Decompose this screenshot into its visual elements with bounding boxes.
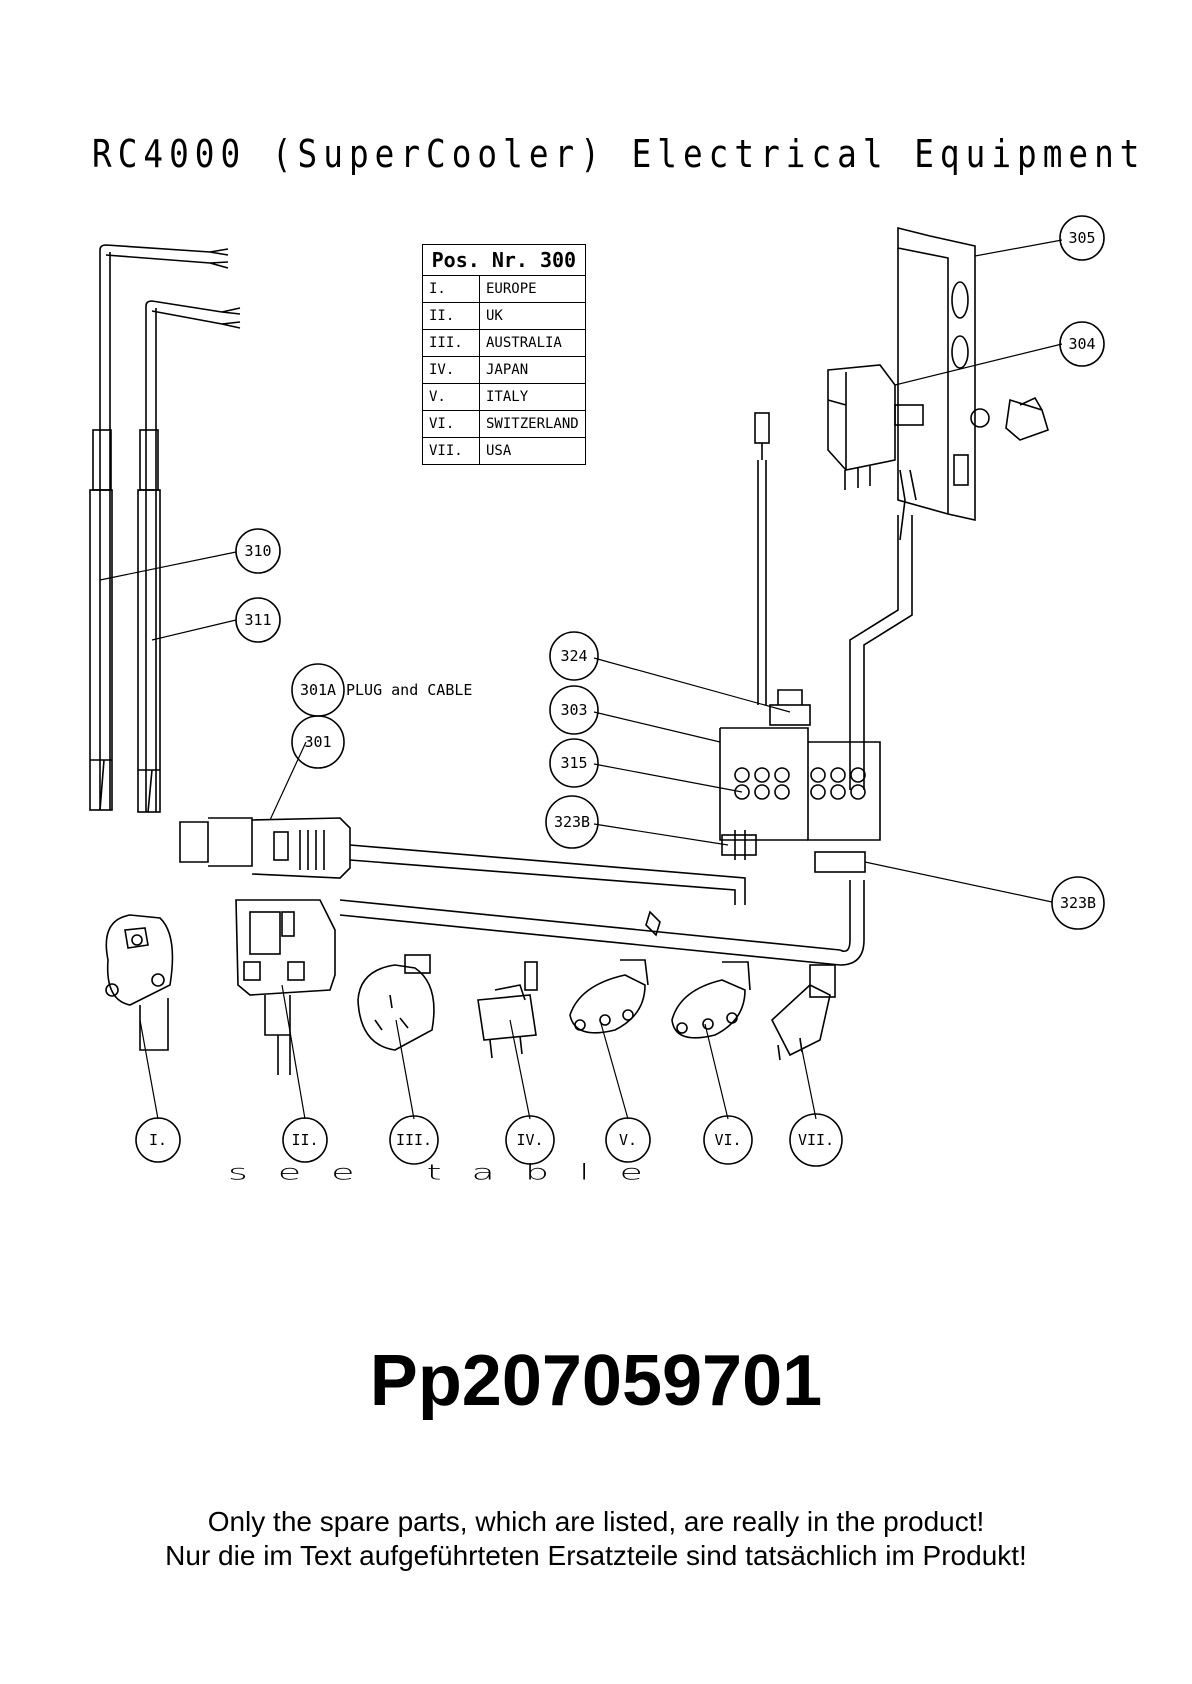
table-cell-country: SWITZERLAND <box>479 410 586 438</box>
note-english: Only the spare parts, which are listed, … <box>207 1506 985 1537</box>
callout-plug-iii: III. <box>389 1115 439 1165</box>
plug-australia <box>357 954 435 1051</box>
callout-label: IV. <box>516 1131 543 1149</box>
callout-label: VI. <box>714 1131 741 1149</box>
table-row: VI.SWITZERLAND <box>422 410 586 438</box>
callout-plug-iv: IV. <box>505 1115 555 1165</box>
callout-label: I. <box>149 1131 167 1149</box>
table-row: III.AUSTRALIA <box>422 329 586 357</box>
terminal-block <box>719 689 881 873</box>
probe-310 <box>89 244 229 811</box>
plug-japan <box>477 961 538 1059</box>
terminal-screws-right <box>810 767 866 800</box>
callout-305: 305 <box>1059 215 1105 261</box>
table-cell-num: V. <box>422 383 480 411</box>
callout-label: 303 <box>560 701 587 719</box>
table-cell-country: EUROPE <box>479 275 586 303</box>
thermostat-304 <box>827 364 1049 541</box>
callout-label: III. <box>396 1131 432 1149</box>
callout-310: 310 <box>235 528 281 574</box>
callout-plug-v: V. <box>605 1117 651 1163</box>
table-cell-country: ITALY <box>479 383 586 411</box>
note-german: Nur die im Text aufgeführteten Ersatztei… <box>165 1540 1027 1571</box>
terminal-screws-left <box>734 767 790 800</box>
callout-label: 310 <box>244 542 271 560</box>
leader-lines <box>99 239 1063 1120</box>
callout-label: 304 <box>1068 335 1095 353</box>
callout-label: 311 <box>244 611 271 629</box>
callout-label: 301 <box>304 733 331 751</box>
probe-311 <box>137 300 241 813</box>
callout-plug-i: I. <box>135 1117 181 1163</box>
callout-label: II. <box>291 1131 318 1149</box>
callout-label: 301A <box>300 681 336 699</box>
part-number: Pp207059701 <box>369 1341 823 1421</box>
callout-label: VII. <box>798 1131 834 1149</box>
callout-label: V. <box>619 1131 637 1149</box>
plug-and-cable-label: PLUG and CABLE <box>346 681 472 699</box>
callout-label: 315 <box>560 754 587 772</box>
callout-311: 311 <box>235 597 281 643</box>
callout-301a: 301A <box>291 663 345 717</box>
plug-usa <box>771 964 836 1061</box>
bracket-305 <box>897 226 976 521</box>
callout-label: 305 <box>1068 229 1095 247</box>
see-table-label: see table <box>228 1160 673 1185</box>
table-row: VII.USA <box>422 437 586 465</box>
table-cell-country: JAPAN <box>479 356 586 384</box>
table-cell-country: UK <box>479 302 586 330</box>
plug-uk <box>235 899 336 1075</box>
callout-323b-left: 323B <box>545 795 599 849</box>
plug-italy <box>569 959 649 1034</box>
callout-plug-vi: VI. <box>703 1115 753 1165</box>
callout-301: 301 <box>291 715 345 769</box>
page-title: RC4000 (SuperCooler) Electrical Equipmen… <box>92 132 1146 176</box>
callout-323b-right: 323B <box>1051 876 1105 930</box>
callout-label: 323B <box>1060 894 1096 912</box>
callout-304: 304 <box>1059 321 1105 367</box>
table-row: IV.JAPAN <box>422 356 586 384</box>
callout-plug-vii: VII. <box>789 1113 843 1167</box>
plug-europe <box>105 914 174 1051</box>
table-row: V.ITALY <box>422 383 586 411</box>
callout-plug-ii: II. <box>282 1117 328 1163</box>
callout-303: 303 <box>549 685 599 735</box>
cable-301 <box>179 817 865 966</box>
callout-315: 315 <box>549 738 599 788</box>
table-cell-num: VII. <box>422 437 480 465</box>
callout-label: 323B <box>554 813 590 831</box>
spade-connector-wire <box>754 412 770 705</box>
table-header-row: Pos. Nr. 300 <box>422 244 586 276</box>
callout-324: 324 <box>549 631 599 681</box>
table-cell-num: III. <box>422 329 480 357</box>
plug-switzerland <box>671 961 751 1039</box>
table-cell-num: IV. <box>422 356 480 384</box>
table-cell-country: USA <box>479 437 586 465</box>
table-row: II.UK <box>422 302 586 330</box>
position-table: Pos. Nr. 300 I.EUROPE II.UK III.AUSTRALI… <box>422 244 586 465</box>
callout-label: 324 <box>560 647 587 665</box>
table-header: Pos. Nr. 300 <box>422 244 586 276</box>
thermostat-cable <box>849 515 913 790</box>
